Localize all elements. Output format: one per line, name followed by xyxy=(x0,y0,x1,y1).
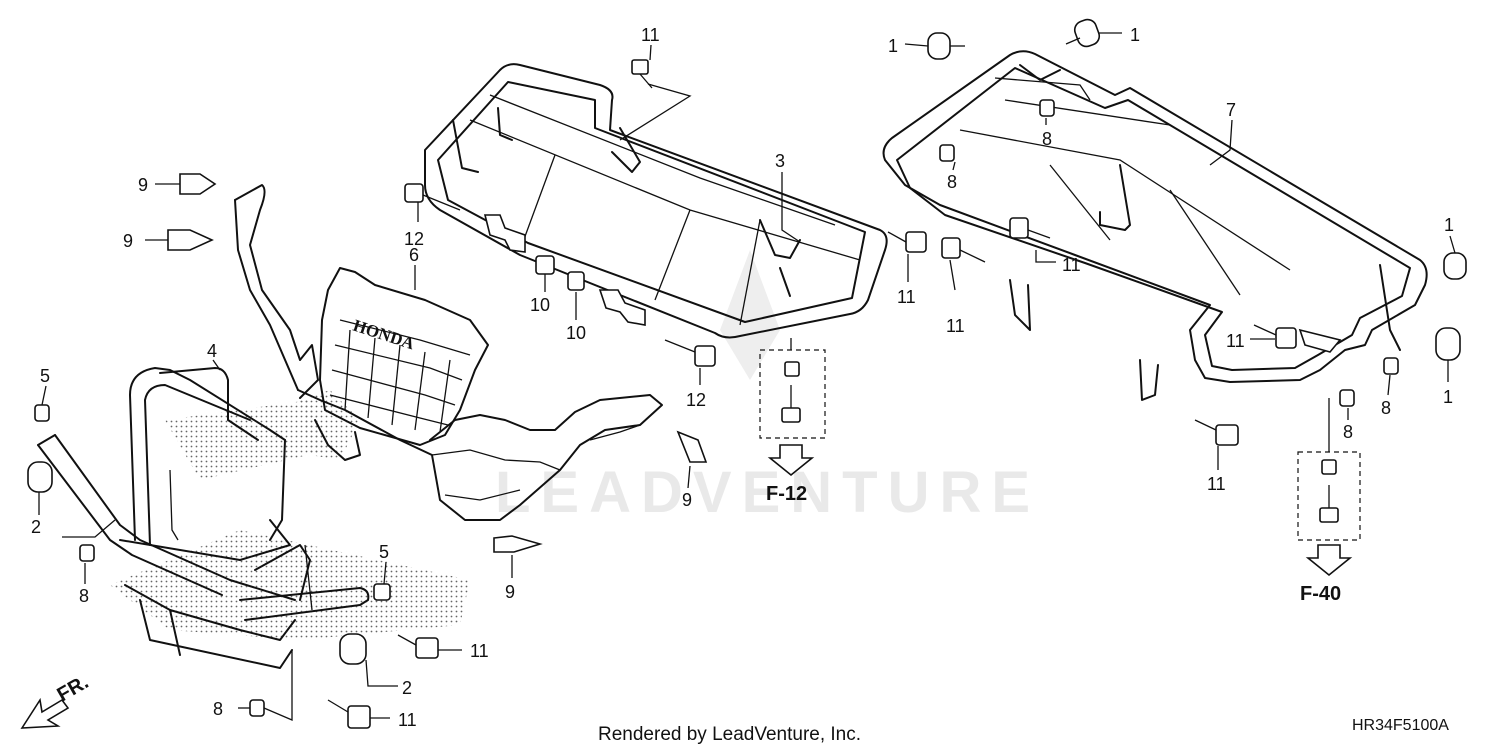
bolt-11g[interactable] xyxy=(397,634,439,659)
grille-brand-text: HONDA xyxy=(351,316,418,354)
callout-11c: 11 xyxy=(946,316,965,336)
callout-4: 4 xyxy=(207,341,217,361)
rendered-by-footer: Rendered by LeadVenture, Inc. xyxy=(598,724,861,745)
callout-5b: 5 xyxy=(379,542,389,562)
bolt-11e[interactable] xyxy=(1253,324,1297,349)
callout-11b: 11 xyxy=(897,287,916,307)
nut-8f[interactable] xyxy=(1383,357,1399,375)
callout-9b: 9 xyxy=(123,231,133,251)
grommet-1b[interactable] xyxy=(1065,17,1102,49)
callout-3: 3 xyxy=(775,151,785,171)
bolt-12a[interactable] xyxy=(404,183,461,211)
leader-lines xyxy=(38,32,1456,721)
nut-8a[interactable] xyxy=(79,544,95,562)
callout-9d: 9 xyxy=(505,582,515,602)
callout-11g: 11 xyxy=(470,641,489,661)
nut-5b[interactable] xyxy=(373,583,391,601)
callout-1a: 1 xyxy=(888,36,898,56)
grommet-2a[interactable] xyxy=(27,461,53,493)
callout-8b: 8 xyxy=(213,699,223,719)
callout-12b: 12 xyxy=(686,390,706,410)
clip-9a[interactable] xyxy=(179,173,217,195)
nut-8d[interactable] xyxy=(939,144,955,162)
watermark-logo-icon xyxy=(720,250,780,380)
watermark-text: LEADVENTURE xyxy=(495,460,1040,525)
callout-8c: 8 xyxy=(1042,129,1052,149)
grommet-1c[interactable] xyxy=(1443,252,1467,280)
bolt-11c[interactable] xyxy=(941,237,986,263)
rear-carrier-rack[interactable] xyxy=(882,50,1428,401)
callout-8d: 8 xyxy=(947,172,957,192)
callout-1d: 1 xyxy=(1443,387,1453,407)
front-bumper-guard[interactable] xyxy=(37,367,470,669)
front-cover[interactable] xyxy=(234,184,663,521)
ref-box-front xyxy=(759,349,826,439)
nut-8e[interactable] xyxy=(1339,389,1355,407)
ref-label-rear: F-40 xyxy=(1300,583,1341,605)
nut-5a[interactable] xyxy=(34,404,50,422)
callout-12a: 12 xyxy=(404,229,424,249)
bolt-11b[interactable] xyxy=(887,231,927,253)
grommet-1d[interactable] xyxy=(1435,327,1461,361)
front-carrier-rack[interactable] xyxy=(424,63,888,339)
callout-2b: 2 xyxy=(402,678,412,698)
callout-11a: 11 xyxy=(641,25,660,45)
callout-1c: 1 xyxy=(1444,215,1454,235)
bolt-11h[interactable] xyxy=(327,699,371,729)
callout-2a: 2 xyxy=(31,517,41,537)
callout-11h: 11 xyxy=(398,710,417,730)
bolt-11a[interactable] xyxy=(631,59,653,89)
callout-6: 6 xyxy=(409,245,419,265)
bolt-11d[interactable] xyxy=(1009,217,1051,239)
watermark: LEADVENTURE xyxy=(495,250,1040,525)
nut-10a[interactable] xyxy=(535,255,555,275)
callout-7: 7 xyxy=(1226,100,1236,120)
grommet-1a[interactable] xyxy=(927,32,965,60)
clip-9d[interactable] xyxy=(493,535,543,553)
grommet-2b[interactable] xyxy=(339,633,367,665)
callout-10a: 10 xyxy=(530,295,550,315)
callout-9a: 9 xyxy=(138,175,148,195)
clip-9c[interactable] xyxy=(676,430,708,463)
clip-9b[interactable] xyxy=(167,229,214,251)
nut-10b[interactable] xyxy=(567,271,585,291)
front-direction-arrow-icon xyxy=(20,697,70,729)
callout-5a: 5 xyxy=(40,366,50,386)
nut-8b[interactable] xyxy=(249,699,265,717)
bolt-12b[interactable] xyxy=(664,339,716,367)
callout-10b: 10 xyxy=(566,323,586,343)
callout-8f: 8 xyxy=(1381,398,1391,418)
arrow-down-icon-rear xyxy=(1305,544,1353,577)
bolt-11f[interactable] xyxy=(1194,419,1239,446)
callout-11e: 11 xyxy=(1226,331,1245,351)
diagram-code: HR34F5100A xyxy=(1352,717,1449,734)
callout-8e: 8 xyxy=(1343,422,1353,442)
ref-label-front: F-12 xyxy=(766,483,807,505)
nut-8c[interactable] xyxy=(1039,99,1055,117)
front-guard-shading xyxy=(110,530,470,640)
callout-8a: 8 xyxy=(79,586,89,606)
front-guard-shading-upper xyxy=(165,400,330,480)
arrow-down-icon-front xyxy=(767,444,815,477)
callout-11f: 11 xyxy=(1207,474,1226,494)
ref-box-rear xyxy=(1297,451,1361,541)
callout-9c: 9 xyxy=(682,490,692,510)
callout-11d: 11 xyxy=(1062,255,1081,275)
callout-1b: 1 xyxy=(1130,25,1140,45)
